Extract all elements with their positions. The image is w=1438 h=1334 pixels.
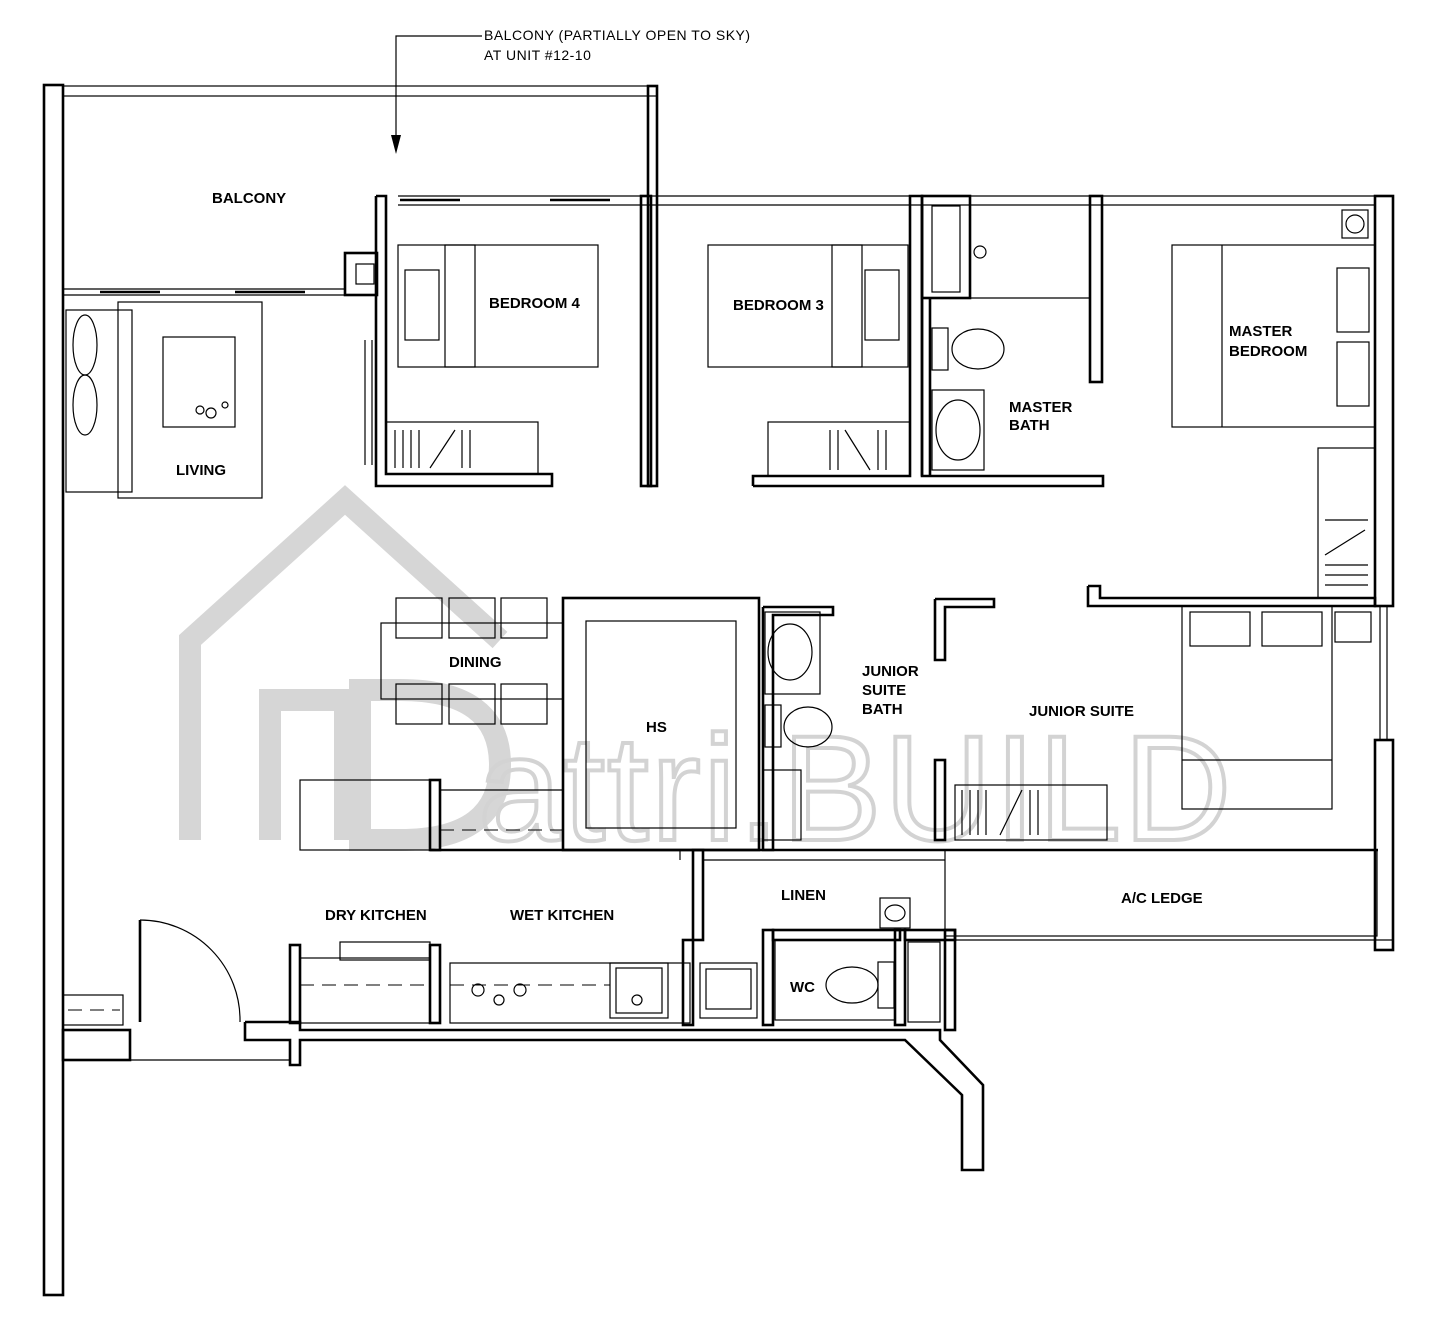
label-hs: HS [646, 719, 667, 736]
watermark-text: attri.BUILD [478, 704, 1234, 872]
label-wc: WC [790, 979, 815, 996]
label-master-bedroom-line1: MASTER [1229, 323, 1293, 340]
label-balcony: BALCONY [212, 190, 286, 207]
label-master-bath-line2: BATH [1009, 417, 1050, 434]
annotation-line-2: AT UNIT #12-10 [484, 47, 591, 63]
label-master-bedroom-line2: BEDROOM [1229, 343, 1307, 360]
label-master-bath-line1: MASTER [1009, 399, 1073, 416]
room-labels: BALCONY LIVING BEDROOM 4 BEDROOM 3 MASTE… [176, 190, 1307, 996]
watermark-logo: attri.BUILD [179, 485, 1234, 874]
label-linen: LINEN [781, 887, 826, 904]
walls [42, 83, 1395, 1297]
label-bedroom-4: BEDROOM 4 [489, 295, 581, 312]
label-junior-suite-bath-line3: BATH [862, 701, 903, 718]
annotation-leader: BALCONY (PARTIALLY OPEN TO SKY) AT UNIT … [391, 27, 751, 154]
label-living: LIVING [176, 462, 226, 479]
label-wet-kitchen: WET KITCHEN [510, 907, 614, 924]
label-junior-suite: JUNIOR SUITE [1029, 703, 1134, 720]
windows [63, 198, 1388, 740]
label-dining: DINING [449, 654, 502, 671]
label-dry-kitchen: DRY KITCHEN [325, 907, 427, 924]
label-bedroom-3: BEDROOM 3 [733, 297, 824, 314]
annotation-line-1: BALCONY (PARTIALLY OPEN TO SKY) [484, 27, 751, 43]
furniture [65, 209, 1376, 1009]
label-junior-suite-bath-line1: JUNIOR [862, 663, 919, 680]
label-ac-ledge: A/C LEDGE [1121, 890, 1203, 907]
label-junior-suite-bath-line2: SUITE [862, 682, 906, 699]
